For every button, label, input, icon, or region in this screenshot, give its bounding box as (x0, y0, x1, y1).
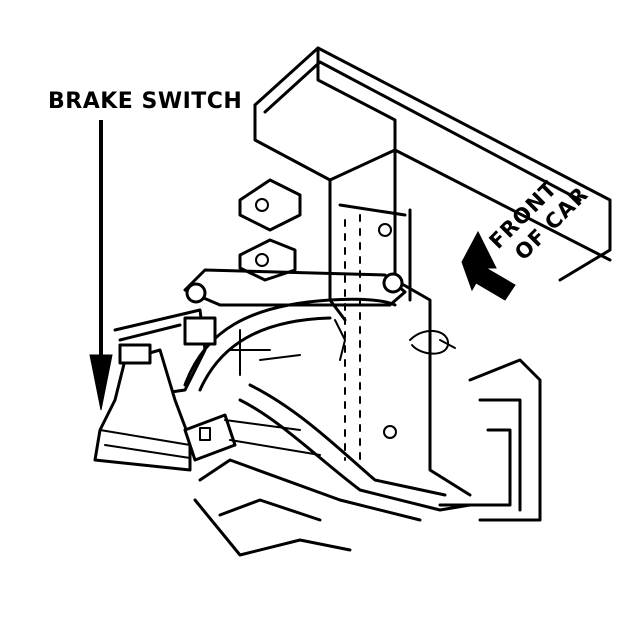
brake-switch-arrow (89, 120, 113, 411)
brake-switch-label: BRAKE SWITCH (48, 89, 242, 114)
front-of-car-arrow (461, 230, 516, 301)
support-bracket-structure (93, 46, 612, 557)
